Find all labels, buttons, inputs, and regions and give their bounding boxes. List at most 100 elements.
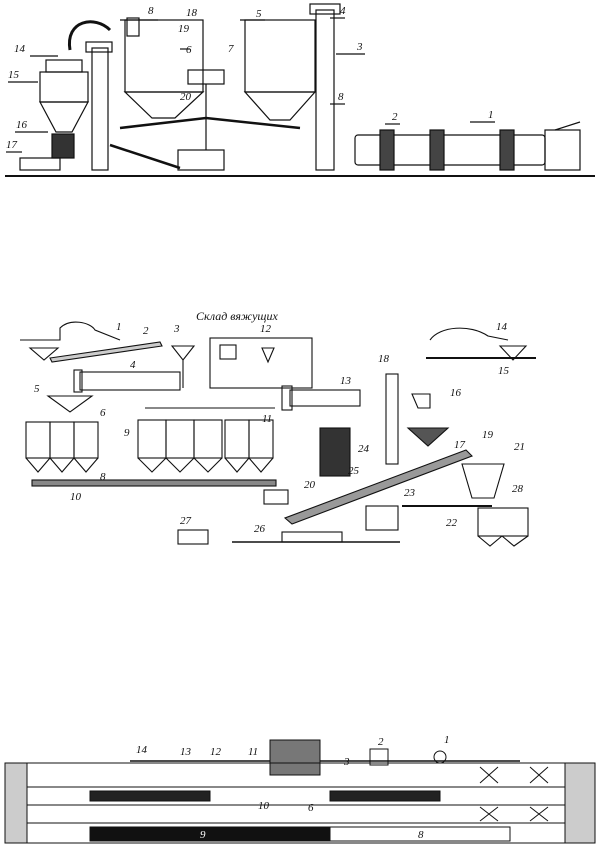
cross-3 (479, 806, 499, 822)
drum-4 (79, 371, 181, 391)
block-24-25 (319, 427, 351, 477)
machine-17 (19, 157, 61, 171)
elevator-3 (315, 9, 335, 171)
mid-label-6: 6 (100, 407, 106, 419)
hopper-21 (461, 463, 505, 499)
top-label-14: 14 (14, 43, 26, 55)
top-label-2: 2 (392, 111, 398, 123)
top-label-7: 7 (228, 43, 234, 55)
mid-label-22: 22 (446, 517, 458, 529)
drum-13 (289, 389, 361, 407)
dark-segment-a (89, 790, 211, 802)
kiln-tire-2 (429, 129, 445, 171)
mid-label-3: 3 (173, 323, 180, 335)
silo-9a (137, 419, 167, 459)
unit-12 (209, 337, 313, 389)
top-diagram-svg: 1 2 3 4 5 6 7 8 8 14 15 16 17 18 19 20 (5, 3, 595, 177)
mid-label-24: 24 (358, 443, 370, 455)
mid-label-25: 25 (348, 465, 360, 477)
drum-4-end (73, 369, 83, 393)
mixer-7 (187, 69, 225, 85)
cross-4 (529, 806, 549, 822)
bottom-diagram: 1 2 3 6 8 9 10 11 12 13 14 (0, 725, 605, 851)
top-label-3: 3 (356, 41, 363, 53)
separator-5 (46, 395, 94, 413)
mid-label-27: 27 (180, 515, 192, 527)
middle-labels: 1 2 3 4 5 6 8 9 10 11 12 13 14 15 16 17 … (34, 321, 525, 535)
drum-13-end (281, 385, 293, 411)
silo-9b (165, 419, 195, 459)
mid-label-5: 5 (34, 383, 40, 395)
bunker-block (269, 739, 321, 776)
mid-label-16: 16 (450, 387, 462, 399)
silo-5-cone (243, 91, 317, 121)
bot-label-1: 1 (444, 734, 450, 746)
feed-hose (68, 20, 112, 51)
mid-label-15: 15 (498, 365, 510, 377)
bot-label-11: 11 (248, 746, 258, 758)
bot-label-12: 12 (210, 746, 222, 758)
mid-label-18: 18 (378, 353, 390, 365)
bot-label-10: 10 (258, 800, 270, 812)
mid-label-10: 10 (70, 491, 82, 503)
mid-label-13: 13 (340, 375, 352, 387)
part-8-top (126, 17, 140, 37)
cross-1 (479, 766, 499, 784)
kiln-tire-1 (379, 129, 395, 171)
top-label-6: 6 (186, 44, 192, 56)
mixer-base (177, 149, 225, 171)
hopper-15 (39, 71, 89, 103)
hopper-15-top (45, 59, 83, 73)
unit-12-inner-b (261, 347, 275, 364)
bot-label-9: 9 (200, 829, 206, 841)
dark-segment-b (329, 790, 441, 802)
mid-label-9: 9 (124, 427, 130, 439)
bot-label-6: 6 (308, 802, 314, 814)
top-labels: 1 2 3 4 5 6 7 8 8 14 15 16 17 18 19 20 (6, 5, 494, 151)
silo-11b (248, 419, 274, 459)
mid-label-28: 28 (512, 483, 524, 495)
top-diagram: 1 2 3 4 5 6 7 8 8 14 15 16 17 18 19 20 (0, 0, 605, 190)
bot-label-2: 2 (378, 736, 384, 748)
table-26-form (281, 531, 343, 543)
mid-label-14: 14 (496, 321, 508, 333)
hopper-15 (498, 345, 528, 361)
top-label-16: 16 (16, 119, 28, 131)
elevator-left-head (85, 41, 113, 53)
mid-label-12: 12 (260, 323, 272, 335)
screw-conveyors (119, 116, 301, 130)
top-label-5: 5 (256, 8, 262, 20)
unit-12-inner-a (219, 344, 237, 360)
top-label-17: 17 (6, 139, 18, 151)
hopper-3 (170, 345, 196, 361)
silo-6c (73, 421, 99, 459)
mid-label-20: 20 (304, 479, 316, 491)
mid-label-8: 8 (100, 471, 106, 483)
inclined-conveyor (109, 143, 181, 170)
silo-11a (224, 419, 250, 459)
pile-14 (429, 327, 509, 341)
screw-feeder-16 (51, 133, 75, 159)
mid-label-17: 17 (454, 439, 466, 451)
silo-6a (25, 421, 51, 459)
belt-19 (283, 449, 473, 525)
elevator-18 (385, 373, 399, 465)
elevator-3-head (309, 3, 341, 15)
band-8 (329, 826, 511, 842)
silo-28 (477, 507, 529, 537)
mid-label-1: 1 (116, 321, 122, 333)
silo-28-cones (477, 535, 529, 547)
silo-9-cones (137, 457, 223, 473)
unit-2 (369, 748, 389, 766)
top-label-8b: 8 (338, 91, 344, 103)
silo-9c (193, 419, 223, 459)
bottom-labels: 1 2 3 6 8 9 10 11 12 13 14 (136, 734, 450, 841)
kiln-tire-3 (499, 129, 515, 171)
top-label-19: 19 (178, 23, 190, 35)
bot-label-14: 14 (136, 744, 148, 756)
silo-11-cones (224, 457, 274, 473)
unit-23 (365, 505, 399, 531)
hopper-17 (406, 427, 450, 447)
mid-label-2: 2 (143, 325, 149, 337)
mid-label-11: 11 (262, 413, 272, 425)
